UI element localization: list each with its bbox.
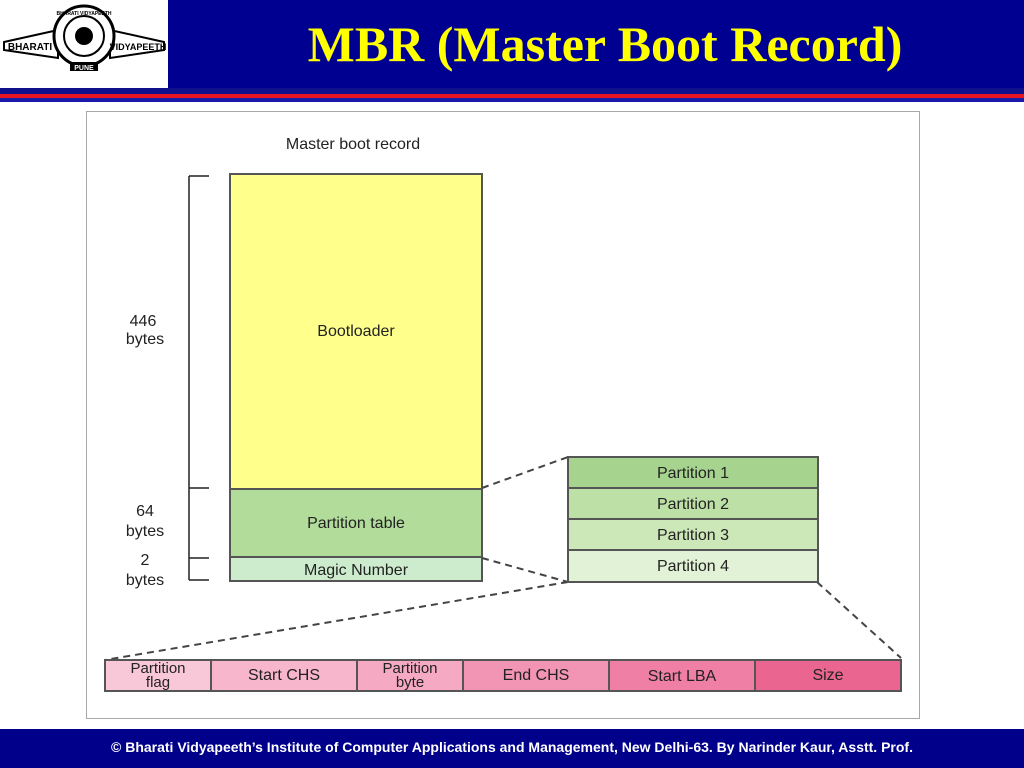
slide-header: BHARATI VIDYAPEETH BHARATI VIDYAPEETH PU… — [0, 0, 1024, 88]
field-partition-byte — [356, 659, 464, 692]
mbr-diagram-canvas: Master boot record 446 bytes 64 bytes 2 … — [104, 136, 902, 692]
partition-table-block — [229, 488, 483, 558]
mbr-diagram: Master boot record 446 bytes 64 bytes 2 … — [86, 111, 920, 719]
partition-1-label: Partition 1 — [657, 465, 729, 482]
logo-bottom-text: PUNE — [74, 65, 94, 72]
bootloader-block — [229, 173, 483, 490]
partition-3-label: Partition 3 — [657, 527, 729, 544]
logo-emblem-icon: BHARATI VIDYAPEETH BHARATI VIDYAPEETH PU… — [3, 4, 167, 72]
bharati-vidyapeeth-logo: BHARATI VIDYAPEETH BHARATI VIDYAPEETH PU… — [0, 0, 168, 78]
field-start-lba — [608, 659, 756, 692]
bootloader-label: Bootloader — [317, 323, 395, 340]
partition-table-label: Partition table — [307, 515, 405, 532]
size-2-value: 2 — [141, 552, 150, 569]
logo-right-text: VIDYAPEETH — [110, 42, 167, 52]
field-start-lba-label: Start LBA — [648, 668, 717, 685]
field-partition-flag-line1: Partition — [130, 660, 185, 677]
diagram-heading: Master boot record — [286, 136, 420, 153]
size-446-value: 446 — [130, 313, 157, 330]
partition-4-row — [567, 549, 819, 583]
field-size-label: Size — [812, 667, 843, 684]
field-size — [754, 659, 902, 692]
field-end-chs — [462, 659, 610, 692]
partition-4-label: Partition 4 — [657, 558, 729, 575]
field-partition-flag-line2: flag — [146, 674, 170, 691]
header-band — [168, 0, 1024, 88]
size-2-unit: bytes — [126, 572, 164, 589]
logo-ring-text: BHARATI VIDYAPEETH — [56, 11, 111, 17]
size-446-unit: bytes — [126, 331, 164, 348]
magic-number-block — [229, 556, 483, 582]
size-64-unit: bytes — [126, 523, 164, 540]
field-partition-byte-line2: byte — [396, 674, 424, 691]
header-rule-dark — [0, 88, 1024, 94]
header-rule-blue — [0, 98, 1024, 102]
magic-number-label: Magic Number — [304, 562, 409, 579]
zoom-connectors — [104, 456, 902, 661]
field-start-chs-label: Start CHS — [248, 667, 320, 684]
slide-title: MBR (Master Boot Record) — [307, 16, 903, 72]
field-end-chs-label: End CHS — [503, 667, 570, 684]
partition-2-label: Partition 2 — [657, 496, 729, 513]
size-64-value: 64 — [136, 503, 154, 520]
slide-footer: © Bharati Vidyapeeth’s Institute of Comp… — [0, 729, 1024, 768]
field-partition-flag — [104, 659, 212, 692]
field-partition-byte-line1: Partition — [382, 660, 437, 677]
size-bracket — [188, 175, 209, 581]
header-rule-red — [0, 94, 1024, 98]
logo-left-text: BHARATI — [8, 42, 52, 53]
